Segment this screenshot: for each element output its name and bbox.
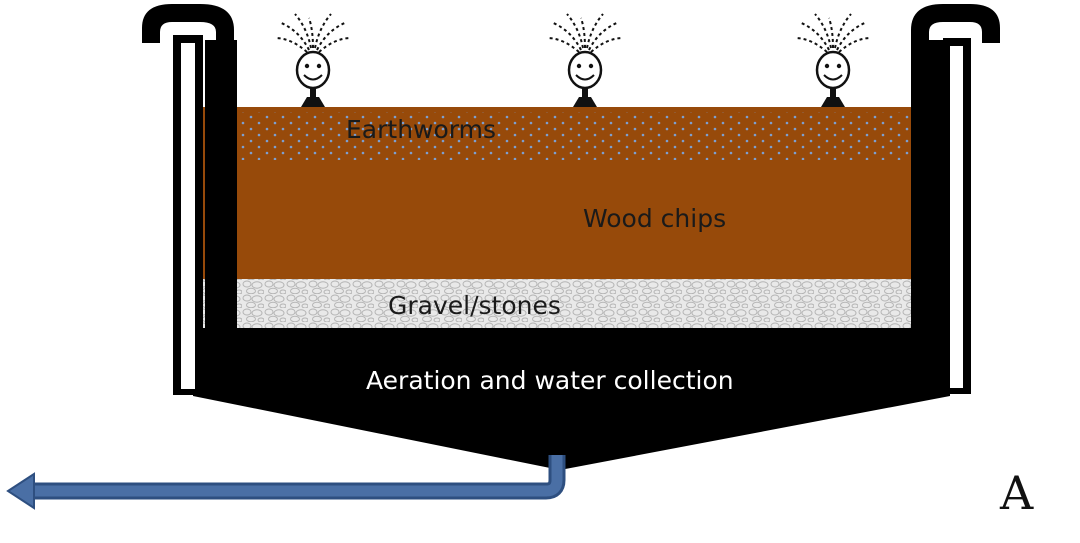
sprinkler-icon [794,13,872,107]
sprinkler-icon [274,13,352,107]
sprinkler-icon [546,13,624,107]
flow-arrow-icon [6,472,35,510]
right-outer-wall [911,4,1000,394]
aeration-label: Aeration and water collection [366,366,734,395]
aeration-chamber [193,328,950,470]
panel-letter: A [1000,466,1034,520]
gravel-label: Gravel/stones [388,291,561,320]
wood-chips-label: Wood chips [583,204,727,233]
gravel-layer [203,279,943,330]
earthworms-label: Earthworms [346,115,496,144]
left-inner-wall [205,40,237,340]
left-outer-wall [142,4,234,395]
outlet-pipe [6,455,566,510]
right-inner-wall [911,40,943,340]
sprinkler-group [274,13,872,107]
earthworm-zone [240,112,910,160]
